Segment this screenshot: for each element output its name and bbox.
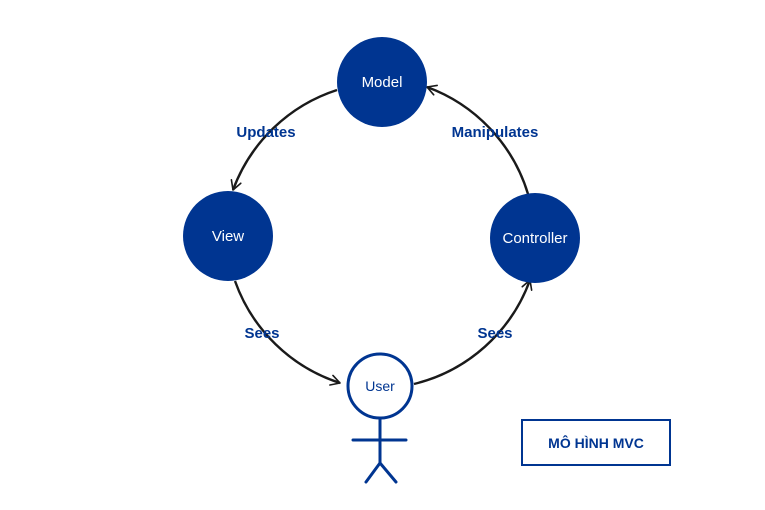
caption-box: MÔ HÌNH MVC <box>521 419 671 466</box>
stick-figure-icon <box>351 416 408 484</box>
model-label: Model <box>362 74 403 91</box>
edge-label-sees-right: Sees <box>477 325 512 342</box>
arc-view-to-user <box>233 280 341 386</box>
controller-label: Controller <box>502 230 567 247</box>
caption-text: MÔ HÌNH MVC <box>548 434 644 451</box>
view-node: View <box>183 191 273 281</box>
user-node: User <box>346 352 414 484</box>
arc-controller-to-model <box>426 84 530 195</box>
edge-label-manipulates: Manipulates <box>452 124 539 141</box>
view-label: View <box>212 228 244 245</box>
controller-node: Controller <box>490 193 580 283</box>
edge-label-updates: Updates <box>236 124 295 141</box>
edge-label-sees-left: Sees <box>244 325 279 342</box>
user-label: User <box>365 378 395 394</box>
arc-user-to-controller <box>413 279 533 386</box>
model-node: Model <box>337 37 427 127</box>
arc-model-to-view <box>230 88 338 191</box>
